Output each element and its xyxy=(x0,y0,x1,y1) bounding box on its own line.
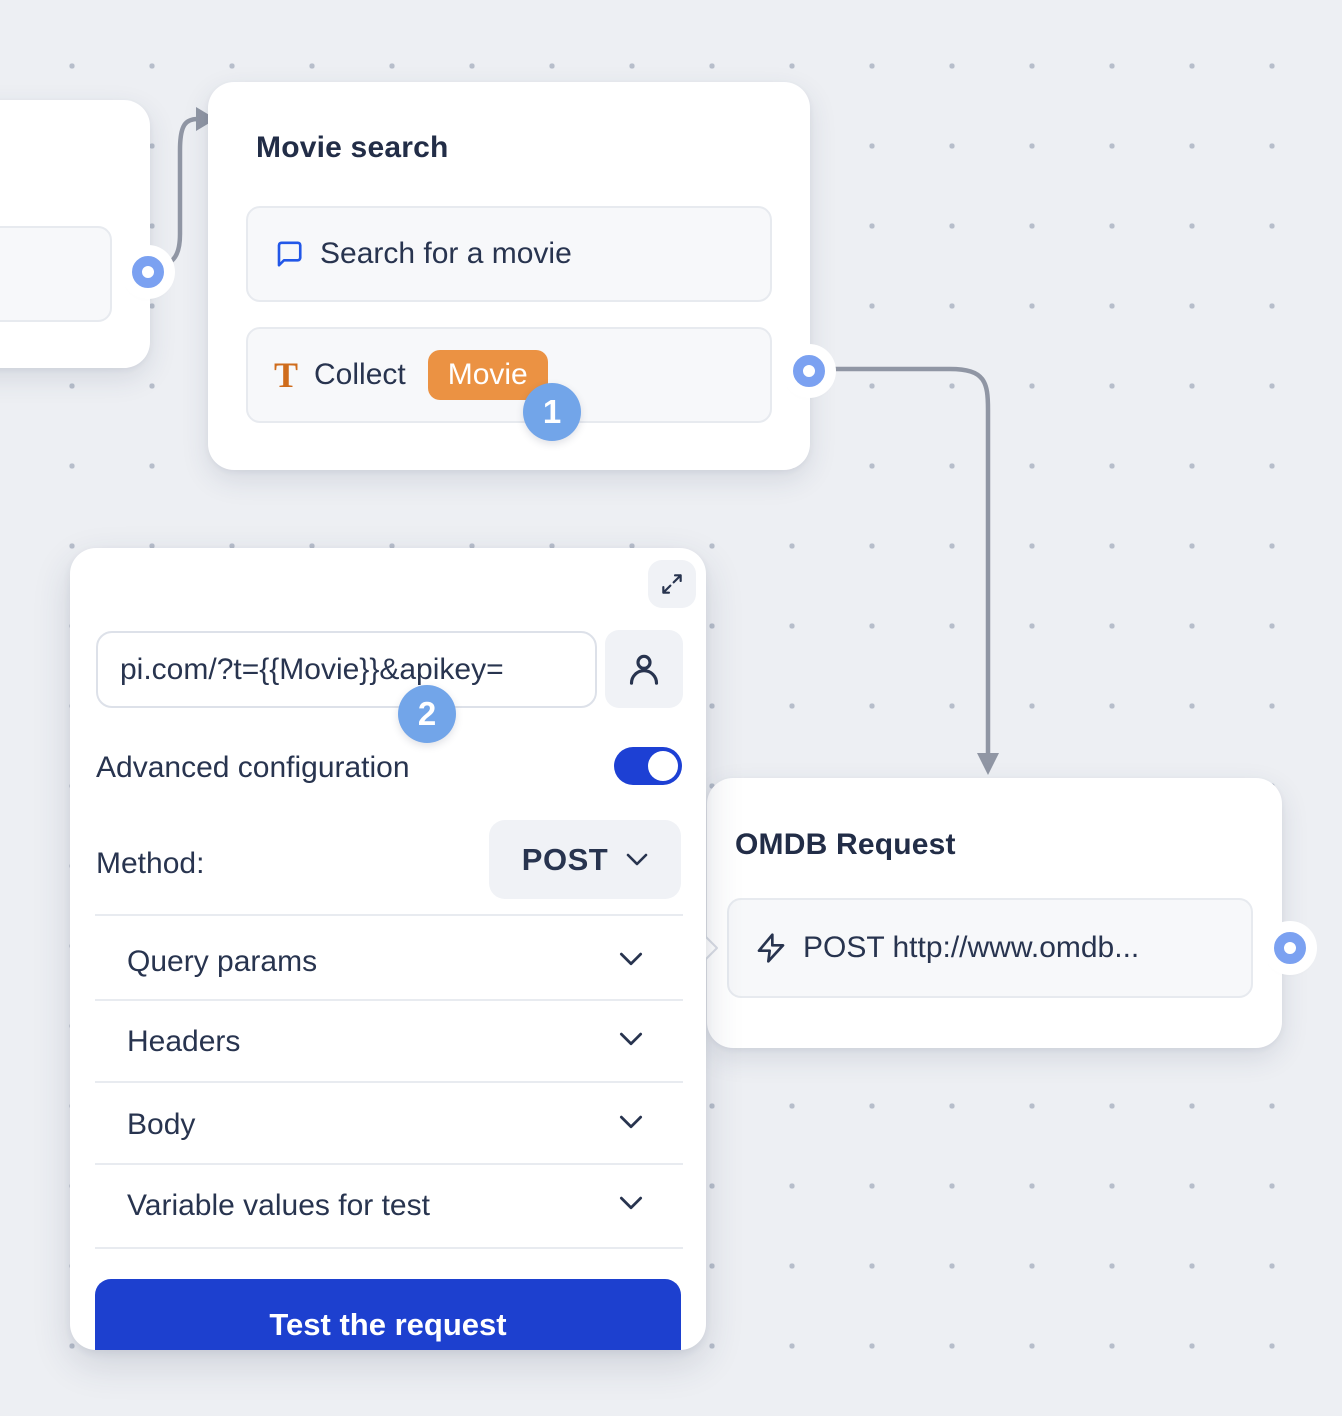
section-body[interactable]: Body xyxy=(127,1108,196,1141)
text-icon: T xyxy=(274,355,299,395)
method-label: Method: xyxy=(96,847,205,880)
output-port-omdb[interactable] xyxy=(1274,932,1306,964)
collect-block-row[interactable]: T Collect Movie xyxy=(246,327,772,423)
divider xyxy=(95,914,683,916)
collect-block-text: Collect xyxy=(314,358,406,391)
message-block-text: Search for a movie xyxy=(320,237,572,270)
chevron-down-icon[interactable] xyxy=(619,1196,643,1216)
divider xyxy=(95,1081,683,1083)
zap-icon xyxy=(755,932,787,964)
node-movie-search[interactable]: Movie search Search for a movie T Collec… xyxy=(208,82,810,470)
test-request-button[interactable]: Test the request xyxy=(95,1279,681,1350)
wire-movie-to-omdb xyxy=(821,366,991,756)
node-title: Movie search xyxy=(256,131,449,164)
partial-left-node-row[interactable] xyxy=(0,226,112,322)
advanced-config-toggle[interactable] xyxy=(614,747,682,785)
chevron-down-icon[interactable] xyxy=(619,952,643,972)
message-square-icon xyxy=(274,239,304,269)
section-query-params[interactable]: Query params xyxy=(127,945,318,978)
advanced-config-label: Advanced configuration xyxy=(96,751,410,784)
chevron-down-icon[interactable] xyxy=(619,1115,643,1135)
step-badge-2: 2 xyxy=(398,685,456,743)
divider xyxy=(95,999,683,1001)
user-icon xyxy=(624,649,664,689)
partial-left-node[interactable] xyxy=(0,100,150,368)
chevron-down-icon[interactable] xyxy=(619,1032,643,1052)
node-omdb-request[interactable]: OMDB Request POST http://www.omdb... xyxy=(707,778,1282,1048)
output-port-movie-search[interactable] xyxy=(793,355,825,387)
toggle-knob xyxy=(648,751,678,781)
divider xyxy=(95,1163,683,1165)
arrowhead-down-icon xyxy=(977,753,999,775)
expand-button[interactable] xyxy=(648,560,696,608)
chevron-down-icon xyxy=(626,853,648,867)
method-dropdown[interactable]: POST xyxy=(489,820,681,899)
divider xyxy=(95,1247,683,1249)
variable-chip-movie[interactable]: Movie xyxy=(427,350,548,400)
webhook-block-row[interactable]: POST http://www.omdb... xyxy=(727,898,1253,998)
section-variable-values[interactable]: Variable values for test xyxy=(127,1189,430,1222)
request-url-input[interactable] xyxy=(96,631,597,708)
node-title: OMDB Request xyxy=(735,828,956,861)
section-headers[interactable]: Headers xyxy=(127,1025,241,1058)
webhook-config-panel: Advanced configuration Method: POST Quer… xyxy=(70,548,706,1350)
variables-button[interactable] xyxy=(605,630,683,708)
wire-into-movie-search xyxy=(149,116,201,271)
webhook-block-text: POST http://www.omdb... xyxy=(803,931,1140,964)
output-port-left-node[interactable] xyxy=(132,256,164,288)
step-badge-1: 1 xyxy=(523,383,581,441)
message-block-row[interactable]: Search for a movie xyxy=(246,206,772,302)
expand-icon xyxy=(659,571,685,597)
method-value: POST xyxy=(521,841,609,877)
